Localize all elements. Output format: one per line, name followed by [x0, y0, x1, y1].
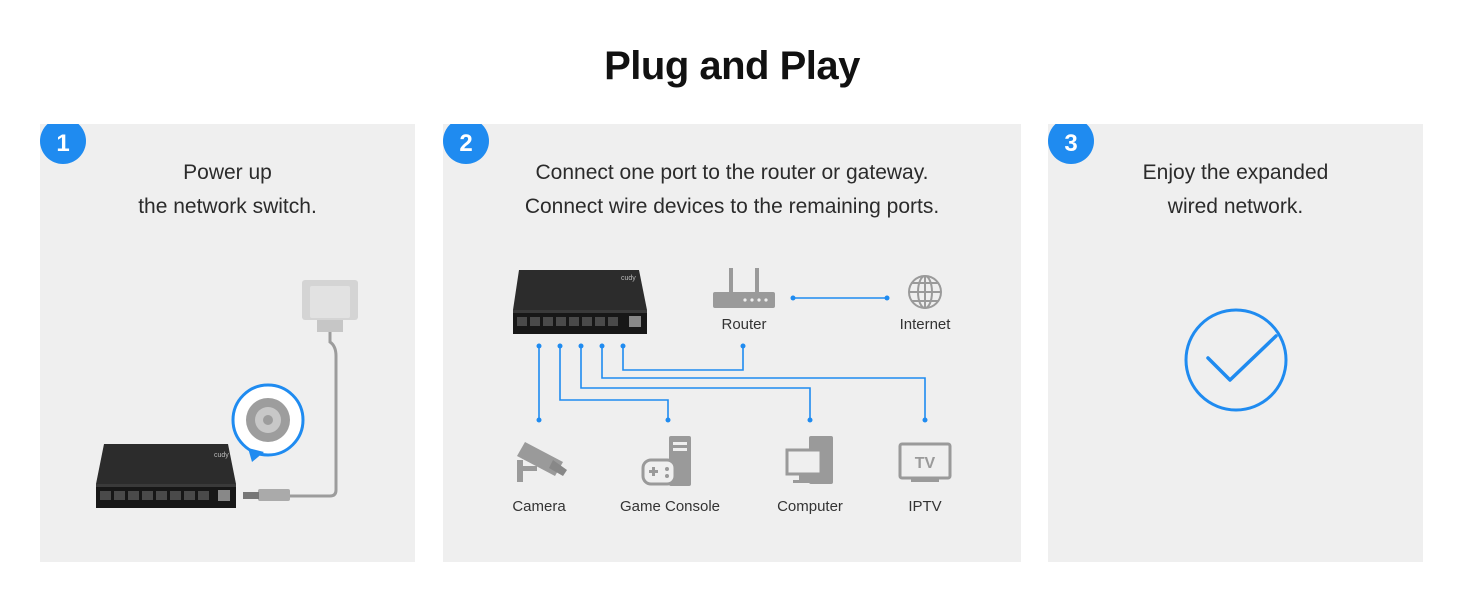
step-2-badge: 2	[443, 124, 489, 170]
computer-label: Computer	[777, 498, 843, 515]
step-3-number: 3	[1064, 130, 1078, 157]
cable-lines	[538, 297, 926, 420]
step-1-line1: Power up	[183, 161, 272, 184]
network-switch-icon: cudy	[96, 444, 236, 508]
camera-label: Camera	[512, 498, 566, 515]
switch-brand: cudy	[214, 452, 229, 459]
step-2-text: Connect one port to the router or gatewa…	[443, 156, 1021, 224]
step-2-number: 2	[459, 130, 473, 157]
step-2-panel: 2 Connect one port to the router or gate…	[443, 124, 1021, 562]
step-3-text: Enjoy the expanded wired network.	[1048, 156, 1423, 224]
router-icon	[713, 268, 775, 308]
network-switch-icon: cudy	[513, 270, 647, 334]
step-3-panel: 3 Enjoy the expanded wired network.	[1048, 124, 1423, 562]
game-console-label: Game Console	[619, 498, 721, 515]
page-title: Plug and Play	[604, 44, 860, 88]
step-1-text: Power up the network switch.	[40, 156, 415, 224]
success-illustration	[1184, 308, 1288, 412]
step-3-badge: 3	[1048, 124, 1094, 170]
step-1-line2: the network switch.	[138, 195, 317, 218]
power-port-zoom-icon	[231, 383, 305, 462]
step-3-line1: Enjoy the expanded	[1142, 161, 1329, 184]
tv-icon-text: TV	[915, 455, 936, 472]
step-3-line2: wired network.	[1167, 195, 1304, 218]
tv-icon: TV	[898, 442, 952, 482]
step-1-panel: 1 Power up the network switch.	[40, 124, 415, 562]
switch-brand: cudy	[621, 275, 636, 282]
computer-icon	[785, 436, 833, 484]
game-console-icon	[641, 436, 691, 486]
power-adapter-icon	[243, 280, 358, 501]
step-1-badge: 1	[40, 124, 86, 170]
step-1-number: 1	[56, 130, 70, 157]
iptv-label: IPTV	[908, 498, 942, 515]
camera-icon	[517, 442, 567, 482]
step-2-line1: Connect one port to the router or gatewa…	[535, 161, 929, 184]
check-circle-icon	[1184, 308, 1288, 412]
globe-icon	[908, 275, 942, 309]
power-up-illustration: cudy	[96, 280, 358, 508]
cable-endpoints	[536, 295, 928, 423]
router-label: Router	[721, 316, 767, 333]
internet-label: Internet	[899, 316, 951, 333]
step-2-line2: Connect wire devices to the remaining po…	[524, 195, 940, 218]
connection-diagram: cudy	[513, 268, 952, 486]
